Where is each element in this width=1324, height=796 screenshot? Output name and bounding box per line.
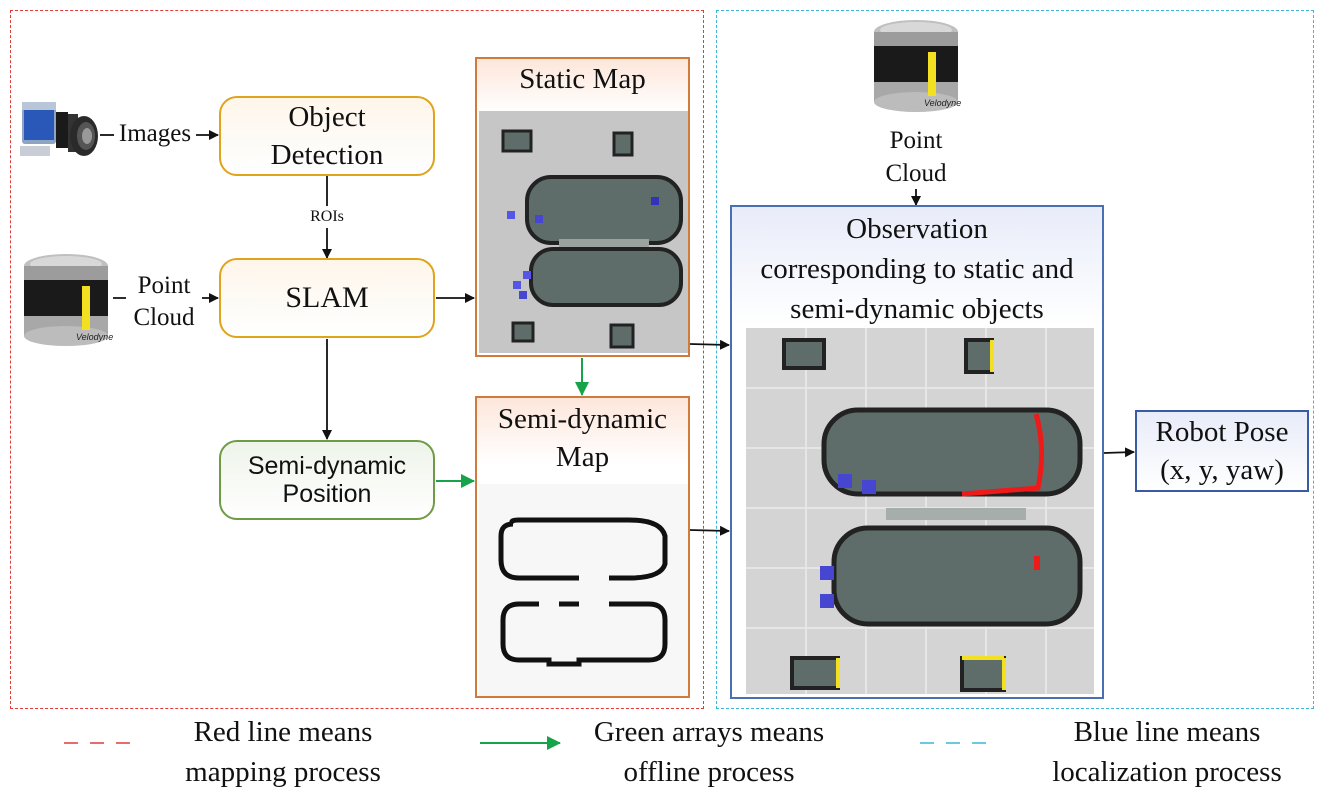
lidar-icon-top: Velodyne: [874, 20, 961, 112]
semi-dynamic-map-image: [479, 484, 688, 696]
edge-static-map-to-observation: [689, 339, 730, 350]
mapping-region: [10, 10, 704, 709]
robot-pose-label: Robot Pose (x, y, yaw): [1155, 416, 1289, 486]
images-label: Images: [114, 118, 196, 150]
lidar-icon: Velodyne: [24, 254, 113, 346]
semi-dynamic-position-label: Semi-dynamic Position: [247, 452, 407, 508]
static-map-image: [479, 111, 688, 353]
legend-green-text: Green arrays means offline process: [593, 716, 825, 788]
svg-text:Velodyne: Velodyne: [924, 98, 961, 108]
point-cloud-label-left: Point Cloud: [126, 270, 202, 334]
static-map-title: Static Map: [519, 63, 646, 95]
point-cloud-label-top: Point Cloud: [885, 127, 947, 187]
observation-panel: Observation corresponding to static and …: [730, 205, 1104, 699]
rois-label: ROIs: [302, 207, 352, 227]
object-detection-label: Object Detection: [270, 101, 384, 171]
semi-dynamic-map-title: Semi-dynamic Map: [497, 403, 668, 473]
semi-dynamic-position-node: Semi-dynamic Position: [219, 440, 435, 520]
legend-blue-text: Blue line means localization process: [1052, 716, 1282, 788]
edge-semi-map-to-observation: [689, 525, 730, 536]
svg-text:Velodyne: Velodyne: [76, 332, 113, 342]
slam-node: SLAM: [219, 258, 435, 338]
observation-title: Observation corresponding to static and …: [760, 213, 1074, 325]
localization-region: [716, 10, 1314, 709]
robot-pose-node: Robot Pose (x, y, yaw): [1135, 410, 1309, 492]
static-map-panel: Static Map: [475, 57, 690, 357]
observation-image: [746, 328, 1094, 694]
slam-label: SLAM: [285, 281, 369, 314]
camera-icon: [20, 102, 98, 156]
edge-observation-to-pose: [1103, 447, 1135, 458]
semi-dynamic-map-panel: Semi-dynamic Map: [475, 396, 690, 698]
object-detection-node: Object Detection: [219, 96, 435, 176]
legend-red-text: Red line means mapping process: [185, 716, 381, 788]
